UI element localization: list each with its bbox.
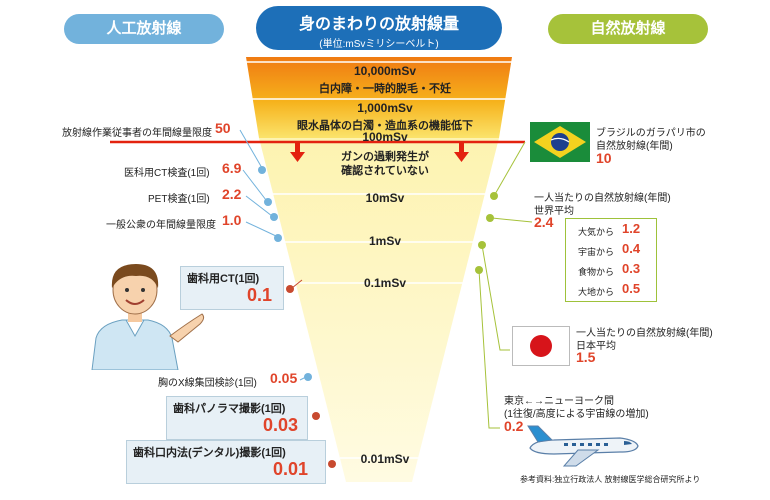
page-title: 身のまわりの放射線量 [298,16,459,33]
worker-limit-label: 放射線作業従事者の年間線量限度 [62,128,212,139]
flight-label-2: (1往復/高度による宇宙線の増加) [504,409,649,420]
dental-oral-box: 歯科口内法(デンタル)撮影(1回) 0.01 [126,440,326,484]
medical-ct-value: 6.9 [222,160,242,176]
world-breakdown-table: 大気から 1.2 宇宙から 0.4 食物から 0.3 大地から 0.5 [565,218,657,302]
japan-label-2: 日本平均 [576,341,616,352]
breakdown-row: 宇宙から 0.4 [578,241,641,257]
brazil-value: 10 [596,150,612,166]
level-100-desc-1: ガンの過剰発生が [341,151,429,163]
level-100: 100mSv [362,130,408,144]
panorama-value: 0.03 [263,415,299,435]
japan-value: 1.5 [576,349,596,365]
japan-label-1: 一人当たりの自然放射線(年間) [576,328,713,339]
dental-ct-box: 歯科用CT(1回) 0.1 [180,266,284,310]
world-value: 2.4 [534,214,554,230]
flight-label-1: 東京←→ニューヨーク間 [504,396,614,407]
dental-ct-label: 歯科用CT(1回) [187,273,260,285]
medical-ct-label: 医科用CT検査(1回) [124,168,210,179]
arrow-down-icon-right [454,142,469,162]
level-10000: 10,000mSv [353,64,417,78]
arrow-down-icon-left [290,142,305,162]
title-banner: 身のまわりの放射線量 (単位:mSvミリシーベルト) [256,6,502,50]
funnel-lower [259,138,499,482]
pet-label: PET検査(1回) [148,194,210,205]
flight-value: 0.2 [504,418,524,434]
world-label-1: 一人当たりの自然放射線(年間) [534,193,671,204]
japan-flag-icon [512,326,570,366]
breakdown-row: 大地から 0.5 [578,281,641,297]
level-100-desc-2: 確認されていない [341,165,429,177]
doctor-illustration-icon [91,264,205,370]
dental-ct-value: 0.1 [247,285,273,305]
level-0-01: 0.01mSv [360,452,410,466]
level-1000-desc: 眼水晶体の白濁・造血系の機能低下 [297,120,473,132]
level-1: 1mSv [368,234,402,248]
brazil-label-1: ブラジルのガラパリ市の [596,128,706,139]
world-label-2: 世界平均 [534,206,574,217]
level-10: 10mSv [365,191,405,205]
artificial-header: 人工放射線 [64,14,224,44]
public-limit-value: 1.0 [222,212,242,228]
level-1000: 1,000mSv [357,101,413,115]
brazil-flag-icon [530,122,590,162]
natural-header: 自然放射線 [548,14,708,44]
breakdown-row: 大気から 1.2 [578,221,641,237]
level-0-1: 0.1mSv [363,276,407,290]
dental-oral-value: 0.01 [273,459,309,479]
breakdown-row: 食物から 0.3 [578,261,641,277]
pet-value: 2.2 [222,186,242,202]
reference-note: 参考資料:独立行政法人 放射線医学総合研究所より [520,475,701,484]
funnel-upper [246,57,512,138]
panorama-label: 歯科パノラマ撮影(1回) [173,403,286,415]
brazil-label-2: 自然放射線(年間) [596,141,673,152]
panorama-box: 歯科パノラマ撮影(1回) 0.03 [166,396,308,440]
level-10000-desc: 白内障・一時的脱毛・不妊 [319,83,451,95]
chest-xray-label: 胸のX線集団検診(1回) [158,378,257,389]
airplane-icon [527,425,639,467]
page-subtitle: (単位:mSvミリシーベルト) [319,39,439,50]
dental-oral-label: 歯科口内法(デンタル)撮影(1回) [133,447,286,459]
worker-limit-value: 50 [215,120,231,136]
chest-xray-value: 0.05 [270,370,298,386]
public-limit-label: 一般公衆の年間線量限度 [106,220,216,231]
